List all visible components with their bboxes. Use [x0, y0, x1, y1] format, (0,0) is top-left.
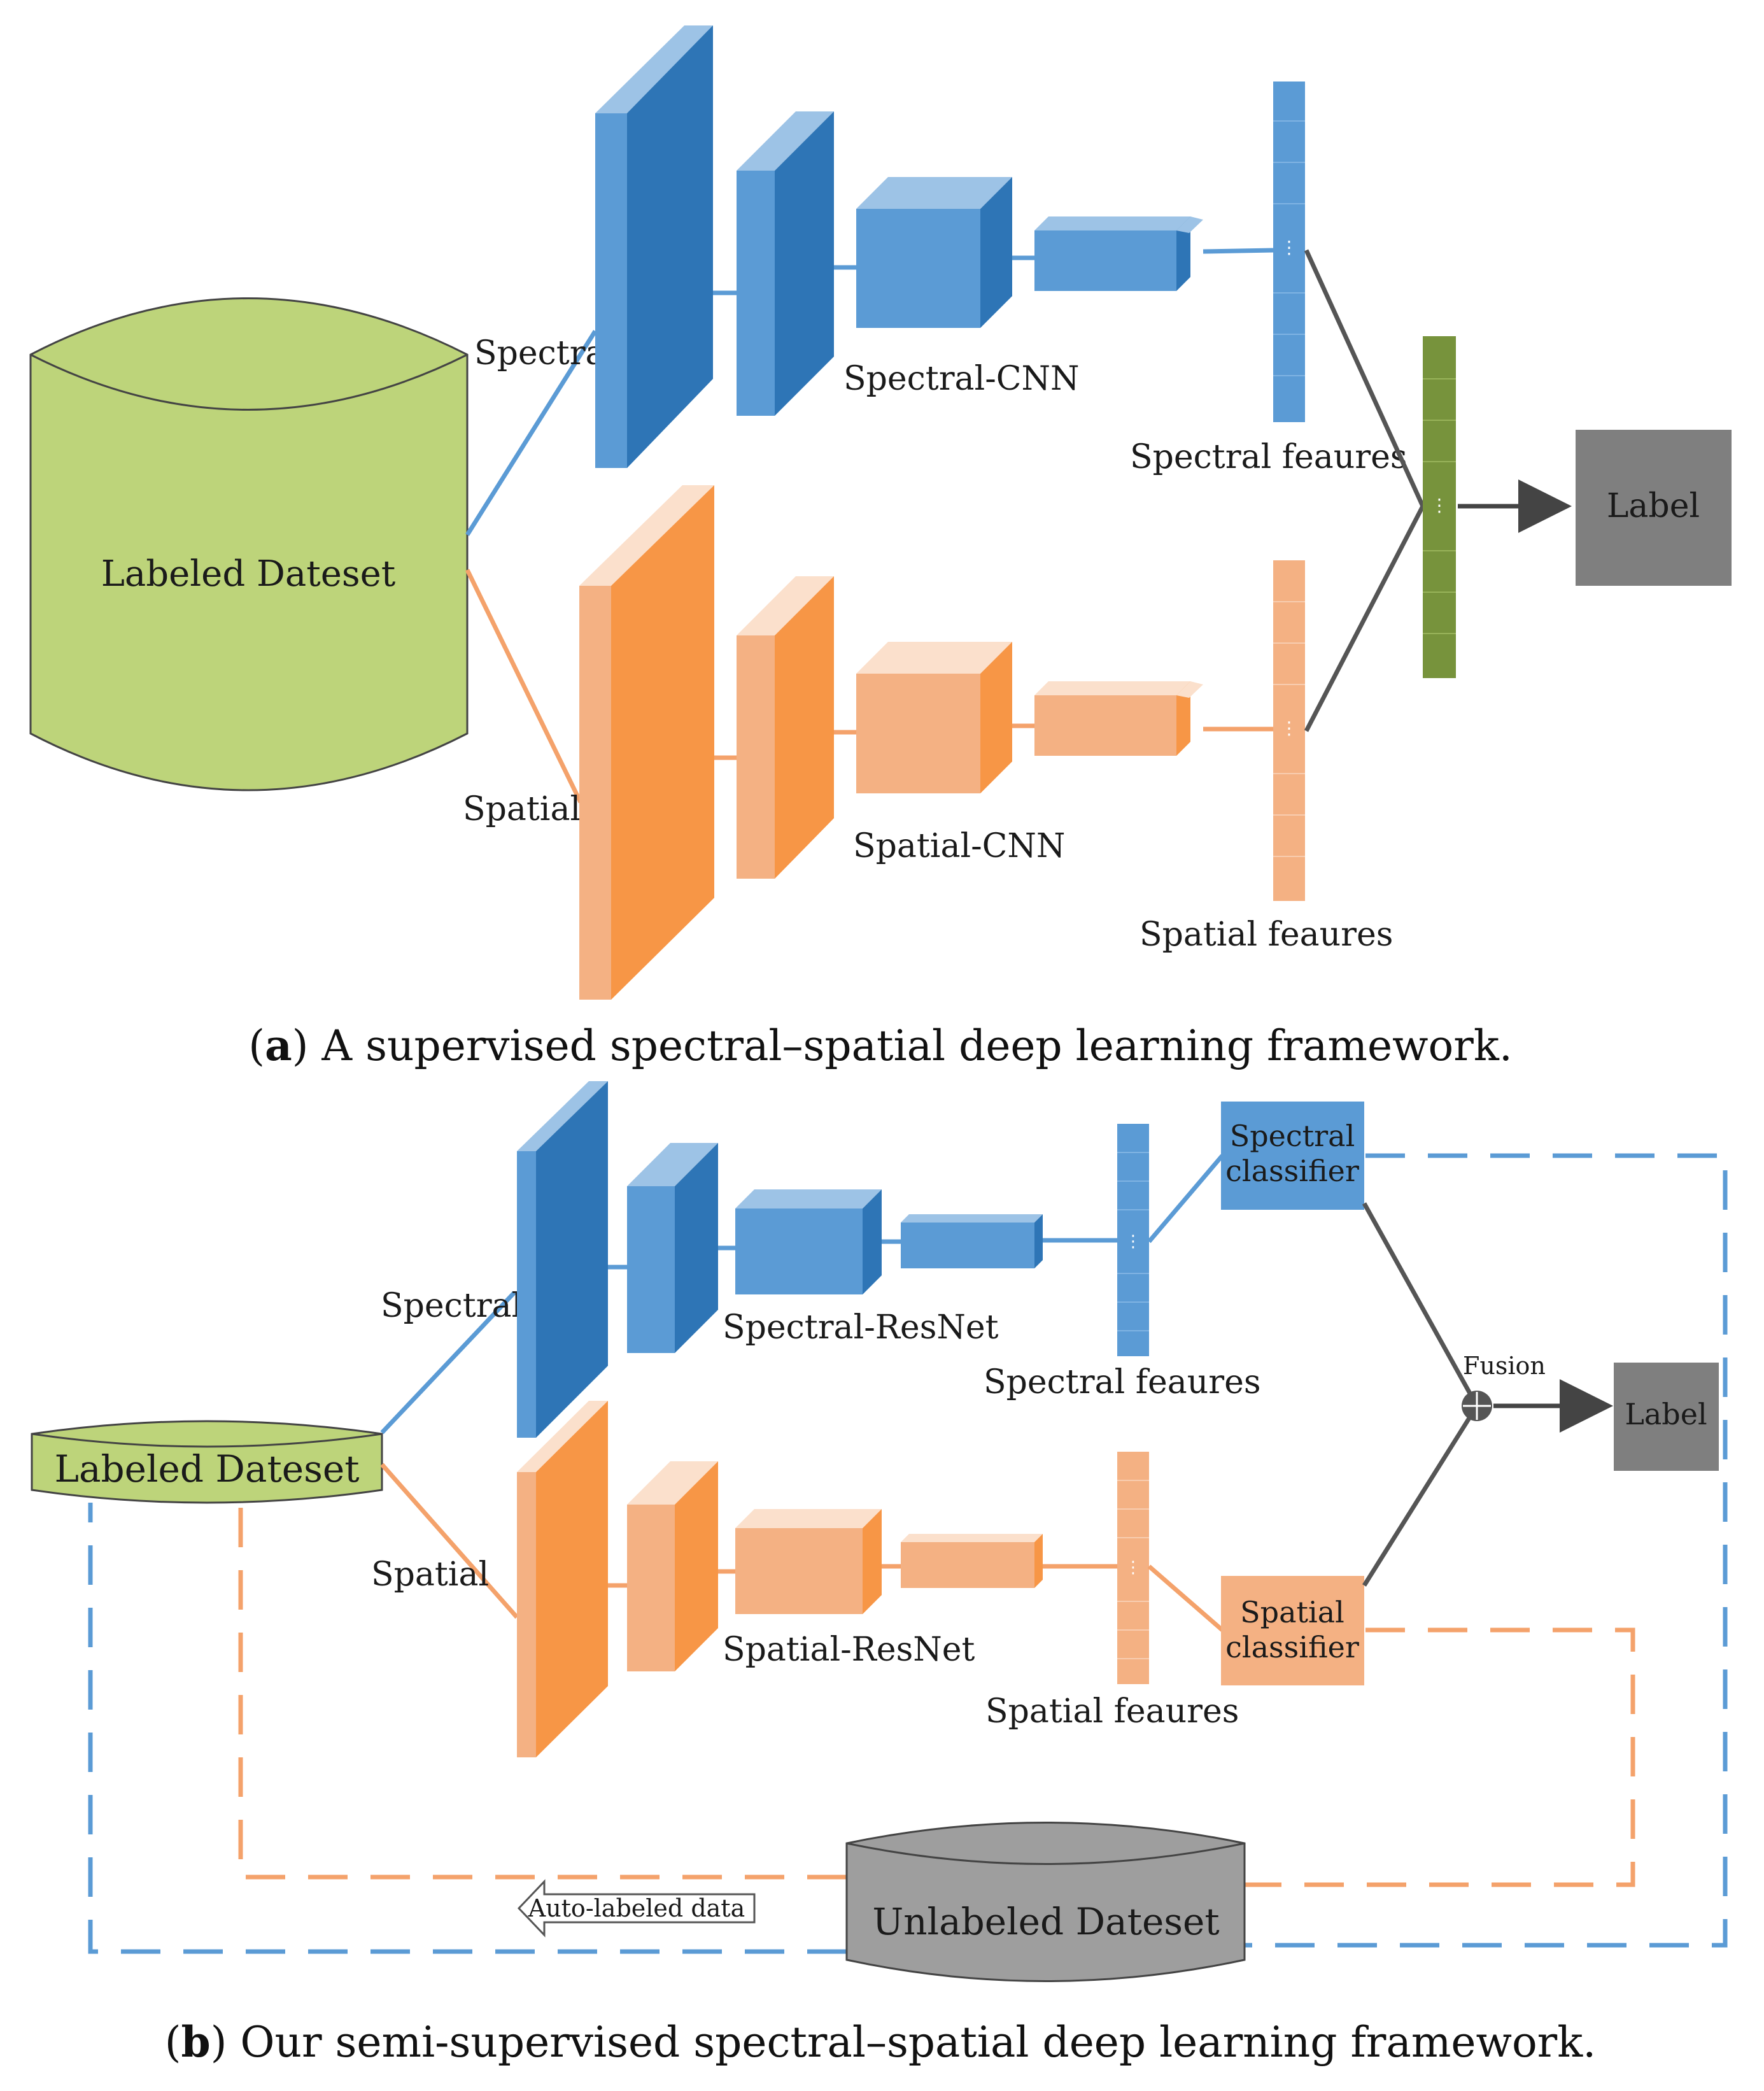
panel-b: Labeled Dateset Spectral Spatial Spectra	[31, 1081, 1728, 2067]
label-box-a: Label	[1576, 430, 1732, 586]
merge-line-spectral	[1304, 249, 1425, 507]
svg-text:⋮: ⋮	[1280, 718, 1298, 739]
svg-text:⋮: ⋮	[1430, 495, 1448, 516]
spectral-feature-vector: ⋮	[1273, 82, 1305, 422]
spectral-resnet-blocks	[517, 1081, 1117, 1438]
fused-feature-vector: ⋮	[1423, 336, 1456, 678]
caption-a: (a) A supervised spectral–spatial deep l…	[248, 1021, 1513, 1070]
svg-text:classifier: classifier	[1225, 1154, 1359, 1188]
unlabeled-dataset-label: Unlabeled Dateset	[872, 1900, 1219, 1943]
fusion-line-spatial	[1362, 1405, 1479, 1587]
spectral-feature-vector-b: ⋮	[1117, 1124, 1149, 1356]
labeled-dataset-b-label: Labeled Dateset	[54, 1447, 359, 1491]
spatial-classifier-box: Spatial classifier	[1221, 1576, 1364, 1685]
feedback-loop-orange	[238, 1503, 1635, 1887]
fusion-label: Fusion	[1463, 1352, 1546, 1380]
spatial-features-label: Spatial feaures	[1140, 916, 1393, 954]
labeled-dataset-cylinder: Labeled Dateset	[29, 297, 469, 791]
spatial-branch-label: Spatial	[463, 790, 581, 828]
svg-text:⋮: ⋮	[1125, 1232, 1141, 1251]
spatial-branch-line-b	[380, 1463, 519, 1619]
spatial-resnet-label: Spatial-ResNet	[723, 1631, 975, 1669]
spectral-features-label: Spectral feaures	[1130, 438, 1408, 476]
panel-a: Labeled Dateset Spectral Spatial	[29, 25, 1732, 1070]
unlabeled-dataset-cylinder: Unlabeled Dateset	[845, 1822, 1246, 1982]
labeled-dataset-label: Labeled Dateset	[101, 553, 396, 595]
spatial-branch-line	[465, 569, 583, 804]
spectral-cnn-blocks	[595, 25, 1274, 468]
auto-labeled-text: Auto-labeled data	[528, 1894, 745, 1922]
svg-text:Spectral: Spectral	[1230, 1119, 1355, 1153]
spatial-feature-vector-b: ⋮	[1117, 1452, 1149, 1684]
auto-labeled-arrow: Auto-labeled data	[517, 1879, 756, 1938]
svg-text:⋮: ⋮	[1125, 1558, 1141, 1577]
spectral-cnn-label: Spectral-CNN	[843, 360, 1080, 398]
spectral-branch-label-b: Spectral	[381, 1287, 522, 1325]
spectral-features-label-b: Spectral feaures	[984, 1363, 1261, 1401]
spatial-features-label-b: Spatial feaures	[985, 1692, 1239, 1731]
spectral-classifier-box: Spectral classifier	[1221, 1102, 1364, 1210]
label-box-a-text: Label	[1607, 487, 1700, 525]
fusion-line-spectral	[1362, 1202, 1479, 1407]
label-box-b-text: Label	[1625, 1397, 1707, 1431]
caption-b: (b) Our semi-supervised spectral–spatial…	[165, 2017, 1596, 2067]
svg-text:classifier: classifier	[1225, 1630, 1359, 1664]
spectral-branch-label: Spectral	[474, 334, 616, 372]
spectral-resnet-label: Spectral-ResNet	[723, 1308, 999, 1347]
fusion-node	[1462, 1391, 1492, 1421]
spatial-cnn-blocks	[579, 485, 1273, 1000]
merge-line-spatial	[1304, 505, 1425, 732]
label-box-b: Label	[1614, 1363, 1719, 1471]
labeled-dataset-b: Labeled Dateset	[31, 1420, 383, 1504]
feedback-loop-blue	[88, 1153, 1728, 1954]
spectral-branch-line	[465, 330, 597, 536]
spectral-branch-line-b	[380, 1291, 516, 1435]
spatial-resnet-blocks	[517, 1401, 1117, 1757]
spectral-to-classifier-line	[1147, 1154, 1224, 1244]
spatial-cnn-label: Spatial-CNN	[853, 827, 1065, 865]
svg-text:Spatial: Spatial	[1240, 1595, 1344, 1629]
svg-text:⋮: ⋮	[1280, 237, 1298, 258]
spatial-to-classifier-line	[1147, 1564, 1224, 1632]
spatial-branch-label-b: Spatial	[371, 1556, 489, 1594]
spatial-feature-vector: ⋮	[1273, 560, 1305, 901]
